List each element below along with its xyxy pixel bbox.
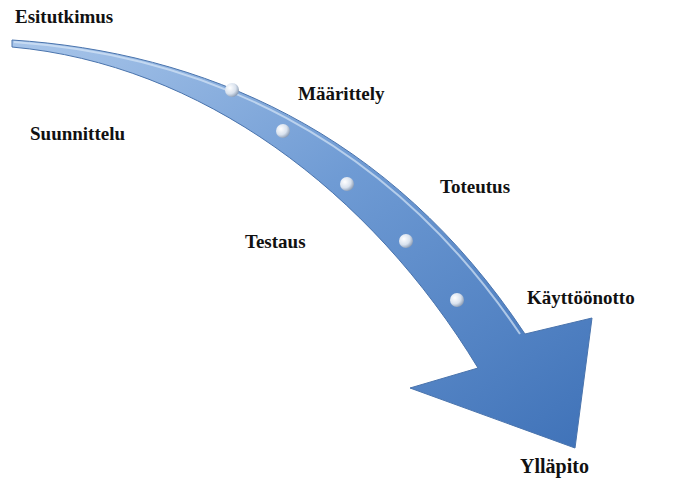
- phase-label: Esitutkimus: [15, 6, 113, 28]
- phase-label: Ylläpito: [520, 455, 589, 477]
- phase-label: Suunnittelu: [30, 123, 125, 145]
- arrow-highlight: [14, 42, 520, 334]
- phase-label: Määrittely: [298, 83, 385, 105]
- arrow-shape: [12, 40, 592, 448]
- phase-label: Testaus: [245, 231, 306, 253]
- phase-dot: [276, 124, 290, 138]
- phase-dot: [225, 83, 239, 97]
- phase-dot: [450, 293, 464, 307]
- phase-dot: [340, 177, 354, 191]
- phase-label: Käyttöönotto: [527, 287, 635, 309]
- phase-dot: [399, 234, 413, 248]
- phase-dots: [225, 83, 464, 307]
- phase-label: Toteutus: [440, 176, 510, 198]
